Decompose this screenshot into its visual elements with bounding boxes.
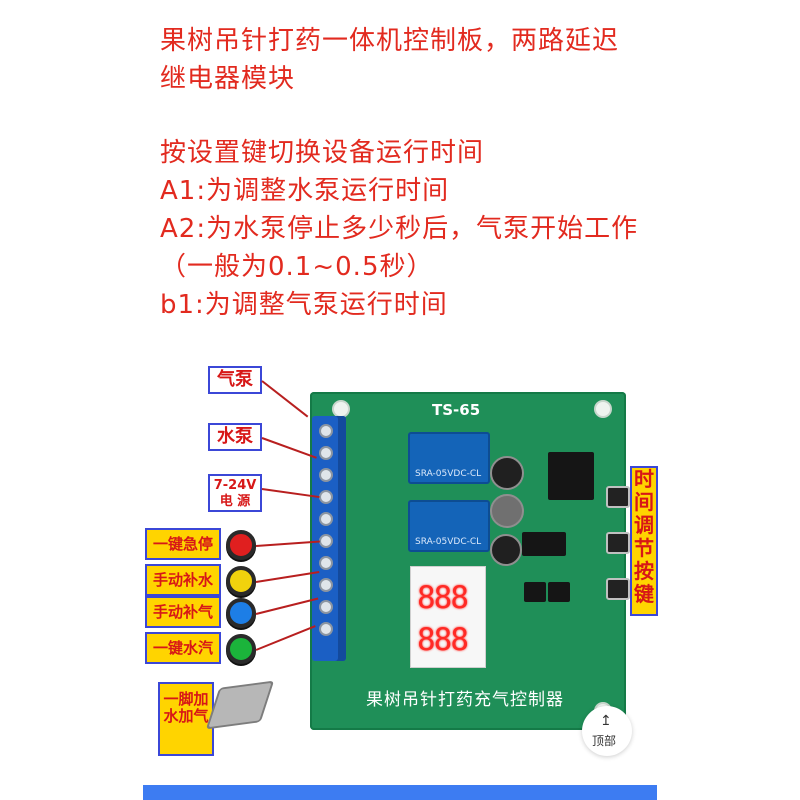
back-to-top-button[interactable]: ↥ 顶部: [582, 706, 632, 756]
capacitor: [490, 494, 524, 528]
terminal-screw: [319, 468, 333, 482]
terminal-block: [312, 416, 346, 661]
mount-hole-1: [334, 402, 348, 416]
led-display: 888 888: [410, 566, 486, 668]
intro-text: 果树吊针打药一体机控制板，两路延迟 继电器模块 按设置键切换设备运行时间 A1:…: [160, 22, 660, 324]
terminal-screw: [319, 534, 333, 548]
time-button-set[interactable]: [606, 486, 630, 508]
label-manual-air: 手动补气: [145, 596, 221, 628]
terminal-screw: [319, 578, 333, 592]
regulator-chip: [548, 452, 594, 500]
board-side-text: 按设置键切换 设备运行时间: [625, 605, 636, 729]
arrow-up-icon: ↥: [600, 713, 612, 729]
led-digits: 888 888: [417, 580, 469, 658]
terminal-screw: [319, 556, 333, 570]
relay-text: SRA-05VDC-CL: [415, 469, 482, 479]
relay-bottom: SRA-05VDC-CL: [408, 500, 490, 552]
back-to-top-label: 顶部: [592, 734, 617, 748]
capacitor: [490, 534, 522, 566]
intro-line-1: 果树吊针打药一体机控制板，两路延迟: [160, 26, 620, 56]
intro-line-3: 按设置键切换设备运行时间: [160, 138, 485, 168]
intro-line-5: A2:为水泵停止多少秒后，气泵开始工作: [160, 214, 639, 244]
label-foot-pedal: 一脚加水加气: [158, 682, 214, 756]
intro-line-2: 继电器模块: [160, 64, 296, 94]
board-model: TS-65: [432, 401, 481, 419]
intro-line-7: b1:为调整气泵运行时间: [160, 290, 448, 320]
one-key-button[interactable]: [226, 634, 256, 664]
label-manual-water: 手动补水: [145, 564, 221, 596]
capacitor: [490, 456, 524, 490]
mount-hole-2: [596, 402, 610, 416]
terminal-screw: [319, 424, 333, 438]
manual-air-button[interactable]: [226, 598, 256, 628]
label-water-pump: 水泵: [208, 423, 262, 451]
terminal-screw: [319, 512, 333, 526]
transistor: [548, 582, 570, 602]
label-time-adjust: 时间调节按键: [630, 466, 658, 616]
label-one-key: 一键水汽: [145, 632, 221, 664]
time-button-up[interactable]: [606, 532, 630, 554]
relay-top: SRA-05VDC-CL: [408, 432, 490, 484]
time-button-down[interactable]: [606, 578, 630, 600]
board-caption: 果树吊针打药充气控制器: [366, 690, 564, 710]
emergency-stop-button[interactable]: [226, 530, 256, 560]
manual-water-button[interactable]: [226, 566, 256, 596]
label-power: 7-24V 电 源: [208, 474, 262, 512]
transistor: [524, 582, 546, 602]
intro-line-4: A1:为调整水泵运行时间: [160, 176, 450, 206]
terminal-screw: [319, 600, 333, 614]
ic-chip: [522, 532, 566, 556]
terminal-screw: [319, 446, 333, 460]
bottom-bar: [143, 785, 657, 800]
label-estop: 一键急停: [145, 528, 221, 560]
intro-line-6: （一般为0.1~0.5秒）: [160, 252, 434, 282]
relay-text: SRA-05VDC-CL: [415, 537, 482, 547]
terminal-screw: [319, 622, 333, 636]
label-air-pump: 气泵: [208, 366, 262, 394]
terminal-screw: [319, 490, 333, 504]
